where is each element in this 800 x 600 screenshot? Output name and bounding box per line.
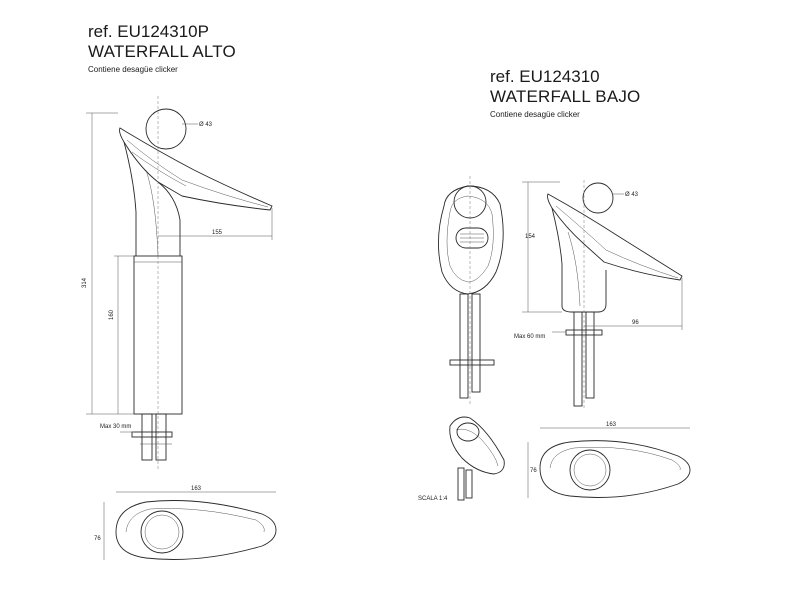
bajo-front-nut	[449, 359, 495, 366]
bajo-dim-154: 154	[525, 234, 536, 240]
bajo-front-tailpipe-b	[471, 293, 481, 393]
bajo-iso-contour	[455, 428, 499, 467]
alto-spout-contour-2	[131, 151, 187, 187]
bajo-dim-96: 96	[632, 320, 639, 326]
bajo-spout-contour	[555, 205, 679, 279]
bajo-body-outline	[551, 207, 607, 313]
bajo-base-contour	[549, 446, 681, 471]
bajo-title-block: ref. EU124310 WATERFALL BAJO Contiene de…	[490, 67, 640, 120]
bajo-side-elevation: 154 96 Ø 43 Max 60 mm	[514, 180, 683, 410]
bajo-dim-max-deck: Max 60 mm	[514, 334, 545, 340]
alto-dim-diameter: Ø 43	[199, 122, 213, 128]
alto-handle-ball	[145, 108, 187, 150]
bajo-note: Contiene desagüe clicker	[490, 110, 580, 119]
bajo-top-handle	[569, 449, 611, 491]
alto-neck-center	[145, 169, 159, 257]
alto-dim-314: 314	[82, 277, 88, 288]
alto-dim-155: 155	[212, 230, 223, 236]
bajo-iso-tailpipe-a	[457, 467, 465, 501]
bajo-side-tailpipe-a	[573, 311, 583, 407]
bajo-iso-tailpipe-b	[465, 469, 473, 499]
alto-dim-max-deck: Max 30 mm	[100, 424, 131, 430]
alto-dim-160: 160	[109, 309, 115, 320]
bajo-isometric-view: SCALA 1:4	[418, 416, 505, 502]
alto-base-contour	[125, 508, 265, 533]
alto-neck-right	[157, 181, 181, 256]
alto-dim-76: 76	[94, 536, 101, 542]
bajo-iso-handle	[456, 422, 480, 442]
alto-note: Contiene desagüe clicker	[88, 65, 178, 74]
bajo-side-tailpipe-b	[585, 311, 595, 399]
alto-neck-left	[123, 141, 137, 256]
alto-top-handle-inner	[144, 514, 180, 550]
bajo-front-body	[437, 185, 504, 295]
bajo-ref: ref. EU124310	[490, 67, 600, 86]
alto-spout	[119, 127, 273, 211]
alto-top-view: 163 76	[94, 486, 277, 560]
bajo-dim-diameter: Ø 43	[625, 192, 639, 198]
bajo-model-name: WATERFALL BAJO	[490, 87, 641, 106]
bajo-front-contour	[446, 195, 494, 283]
alto-spout-contour	[126, 139, 269, 208]
alto-dim-163: 163	[191, 486, 202, 492]
bajo-top-view: 163 76	[527, 422, 691, 498]
bajo-dim-76: 76	[530, 468, 537, 474]
alto-ref: ref. EU124310P	[88, 22, 209, 41]
bajo-body-contour	[567, 231, 581, 307]
bajo-aerator	[455, 227, 489, 249]
bajo-scale-label: SCALA 1:4	[418, 496, 448, 502]
bajo-base-outline	[539, 440, 691, 498]
bajo-top-handle-inner	[573, 453, 607, 487]
alto-top-handle	[140, 510, 184, 554]
bajo-spout	[547, 193, 683, 281]
alto-title-block: ref. EU124310P WATERFALL ALTO Contiene d…	[88, 22, 236, 75]
bajo-iso-body	[449, 416, 505, 475]
alto-side-elevation: 314 160 155 Ø 43 Max 30 mm	[82, 96, 273, 470]
bajo-handle-ball	[582, 182, 614, 214]
alto-base-outline	[115, 500, 277, 560]
alto-model-name: WATERFALL ALTO	[88, 42, 236, 61]
bajo-front-tailpipe-a	[459, 293, 469, 399]
alto-body	[133, 255, 183, 415]
bajo-front-view	[437, 176, 504, 404]
bajo-dim-163: 163	[606, 422, 617, 428]
alto-nut	[131, 431, 173, 438]
